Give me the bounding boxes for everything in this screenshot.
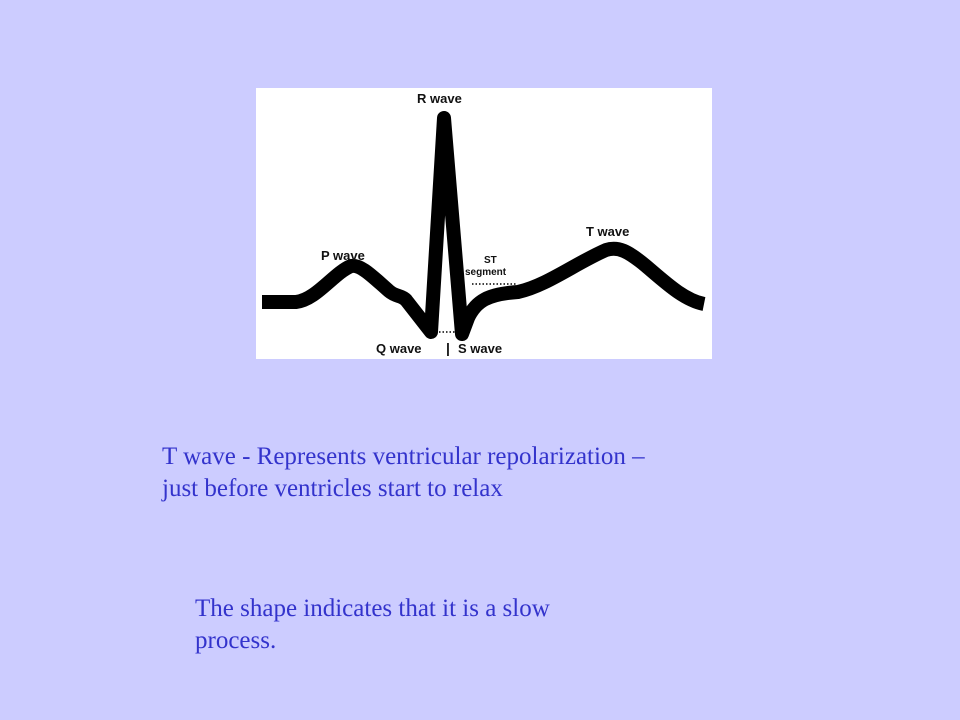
- shape-note: The shape indicates that it is a slow pr…: [195, 593, 675, 657]
- shape-note-line2: process.: [195, 627, 277, 654]
- ecg-svg: R wave P wave T wave ST segment Q wave |…: [262, 91, 706, 356]
- s-wave-label: S wave: [458, 341, 502, 356]
- r-wave-label: R wave: [417, 91, 462, 106]
- shape-note-line1: The shape indicates that it is a slow: [195, 595, 550, 622]
- t-wave-description: T wave - Represents ventricular repolari…: [162, 441, 862, 505]
- t-wave-label: T wave: [586, 224, 629, 239]
- qs-separator: |: [446, 340, 450, 356]
- ecg-diagram: R wave P wave T wave ST segment Q wave |…: [256, 88, 712, 359]
- q-wave-label: Q wave: [376, 341, 422, 356]
- ecg-trace: [262, 111, 706, 341]
- p-wave-label: P wave: [321, 248, 365, 263]
- st-label: ST: [484, 255, 497, 266]
- t-wave-description-line2: just before ventricles start to relax: [162, 475, 503, 502]
- segment-label: segment: [465, 267, 507, 278]
- t-wave-description-line1: T wave - Represents ventricular repolari…: [162, 443, 645, 470]
